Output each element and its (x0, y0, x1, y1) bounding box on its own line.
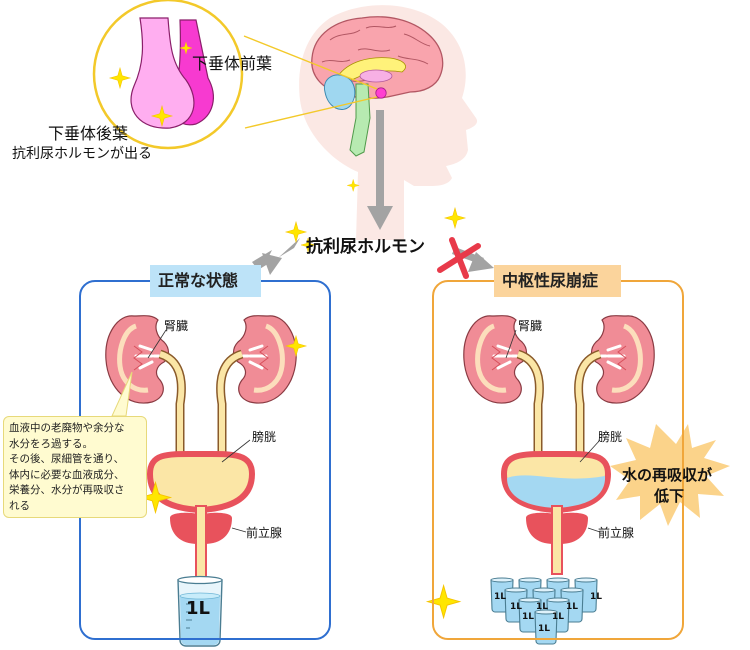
diabetes-panel (432, 280, 684, 640)
normal-bladder-label: 膀胱 (252, 430, 277, 444)
hormone-label: 抗利尿ホルモン (306, 237, 425, 257)
note-line: 血液中の老廃物や余分な (9, 422, 125, 434)
diabetes-kidney-label: 腎臓 (518, 319, 543, 333)
small-beaker-label: 1L (522, 612, 534, 622)
small-beaker-label: 1L (494, 592, 506, 602)
brain (311, 16, 444, 157)
normal-beaker-label: 1L (186, 598, 210, 619)
filtration-note: 血液中の老廃物や余分な 水分をろ過する。 その後、尿細管を通り、 体内に必要な血… (3, 416, 147, 518)
sparkle-icon (444, 207, 466, 229)
small-beaker-label: 1L (590, 592, 602, 602)
zoom-connector-lines (243, 35, 378, 129)
label-leader-lines (147, 329, 601, 533)
diabetes-urinary-tract (464, 316, 730, 645)
hormone-down-arrow (367, 110, 393, 230)
normal-prostate-label: 前立腺 (246, 526, 283, 540)
small-beaker-label: 1L (566, 602, 578, 612)
blocked-x-mark (437, 237, 481, 279)
note-line: 体内に必要な血液成分、 (9, 468, 125, 481)
diabetes-prostate-label: 前立腺 (598, 526, 635, 540)
diabetes-panel-title: 中枢性尿崩症 (494, 265, 621, 297)
anterior-pituitary-label: 下垂体前葉 (192, 54, 273, 73)
small-beaker-label: 1L (536, 602, 548, 612)
note-line: 栄養分、水分が再吸収さ (9, 484, 125, 496)
small-beaker-label: 1L (538, 624, 550, 634)
note-line: その後、尿細管を通り、 (9, 453, 125, 465)
normal-panel-title: 正常な状態 (150, 265, 261, 297)
posterior-pituitary-sub-label: 抗利尿ホルモンが出る (12, 146, 152, 162)
posterior-pituitary-label: 下垂体後葉 (48, 124, 129, 143)
sparkle-icon (285, 221, 307, 243)
burst-text-line: 低下 (654, 487, 685, 505)
arrow-to-normal (252, 238, 300, 275)
burst-text-line: 水の再吸収が (622, 466, 713, 484)
normal-kidney-label: 腎臓 (164, 319, 189, 333)
small-beaker-label: 1L (552, 612, 564, 622)
note-line: れる (9, 499, 30, 512)
pituitary-zoom-circle (92, 0, 244, 150)
diabetes-bladder-label: 膀胱 (598, 430, 623, 444)
normal-urinary-tract (106, 316, 461, 647)
note-line: 水分をろ過する。 (9, 437, 93, 450)
small-beaker-label: 1L (510, 602, 522, 612)
burst-shape (610, 424, 730, 526)
sparkle-icon (347, 179, 360, 192)
